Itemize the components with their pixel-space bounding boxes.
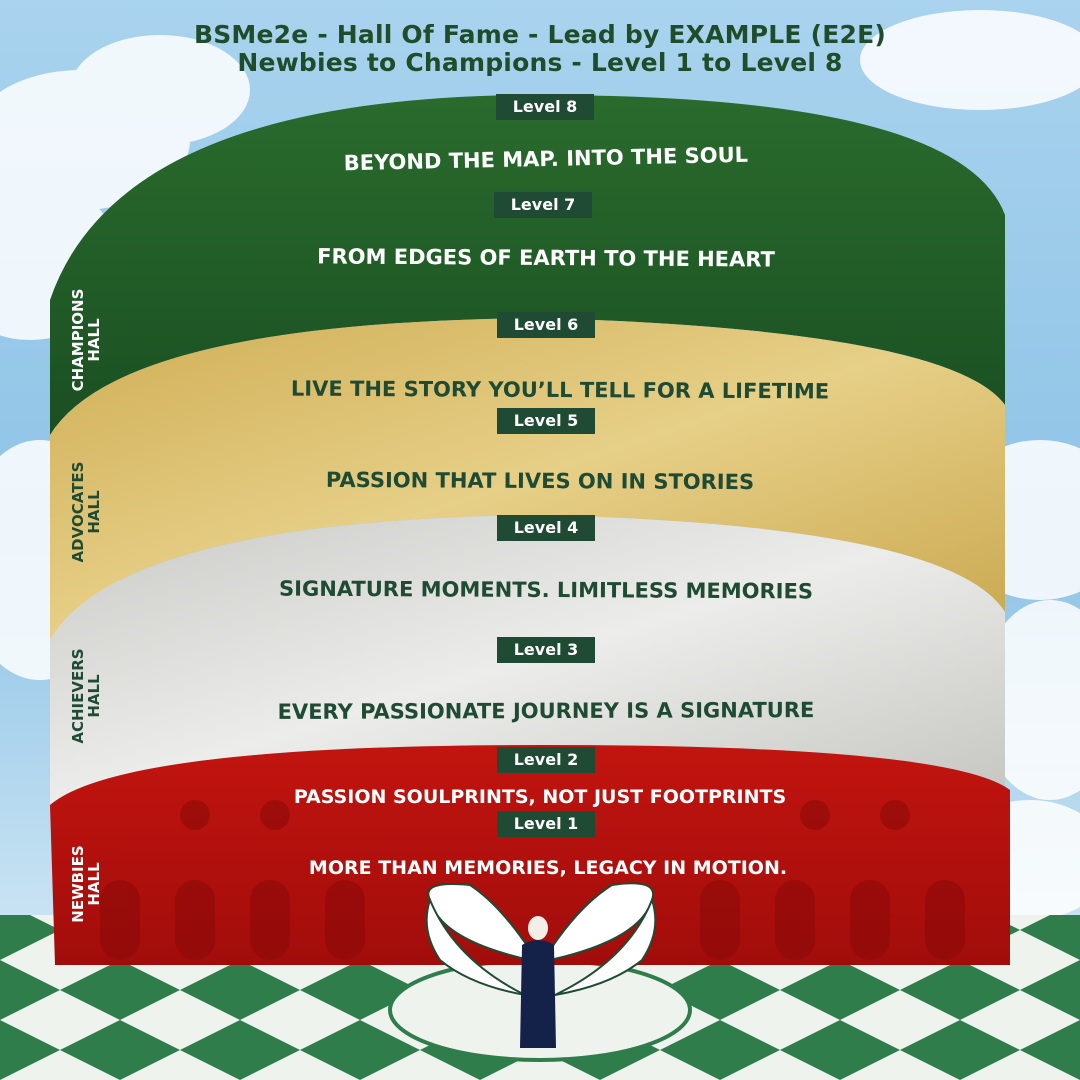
level-1-tag: Level 1 — [497, 811, 595, 837]
newbies-hall-word2: HALL — [85, 862, 103, 906]
level-8-tag: Level 8 — [496, 94, 594, 120]
level-1-motto: MORE THAN MEMORIES, LEGACY IN MOTION. — [309, 857, 787, 879]
level-7-motto: FROM EDGES OF EARTH TO THE HEART — [317, 244, 776, 271]
level-2-motto: PASSION SOULPRINTS, NOT JUST FOOTPRINTS — [294, 786, 786, 808]
level-4-tag: Level 4 — [497, 515, 595, 541]
achievers-hall-word2: HALL — [85, 674, 103, 718]
newbies-hall-word1: NEWBIES — [69, 845, 87, 923]
newbies-hall-label: NEWBIES HALL — [69, 774, 103, 994]
level-3-motto: EVERY PASSIONATE JOURNEY IS A SIGNATURE — [278, 698, 815, 724]
page-title-line-2: Newbies to Champions - Level 1 to Level … — [237, 48, 843, 77]
achievers-hall-label: ACHIEVERS HALL — [69, 586, 103, 806]
level-4-motto: SIGNATURE MOMENTS. LIMITLESS MEMORIES — [279, 577, 813, 604]
level-5-motto: PASSION THAT LIVES ON IN STORIES — [326, 468, 754, 494]
level-3-tag: Level 3 — [497, 637, 595, 663]
band-advocates — [50, 318, 1005, 640]
level-6-motto: LIVE THE STORY YOU’LL TELL FOR A LIFETIM… — [291, 377, 829, 404]
achievers-hall-word1: ACHIEVERS — [69, 648, 87, 744]
band-champions — [50, 95, 1005, 435]
level-5-tag: Level 5 — [497, 408, 595, 434]
arches — [100, 800, 965, 960]
page-title-line-1: BSMe2e - Hall Of Fame - Lead by EXAMPLE … — [193, 20, 887, 49]
level-7-tag: Level 7 — [494, 192, 592, 218]
level-6-tag: Level 6 — [497, 312, 595, 338]
winged-figure — [425, 882, 657, 1048]
level-2-tag: Level 2 — [497, 747, 595, 773]
